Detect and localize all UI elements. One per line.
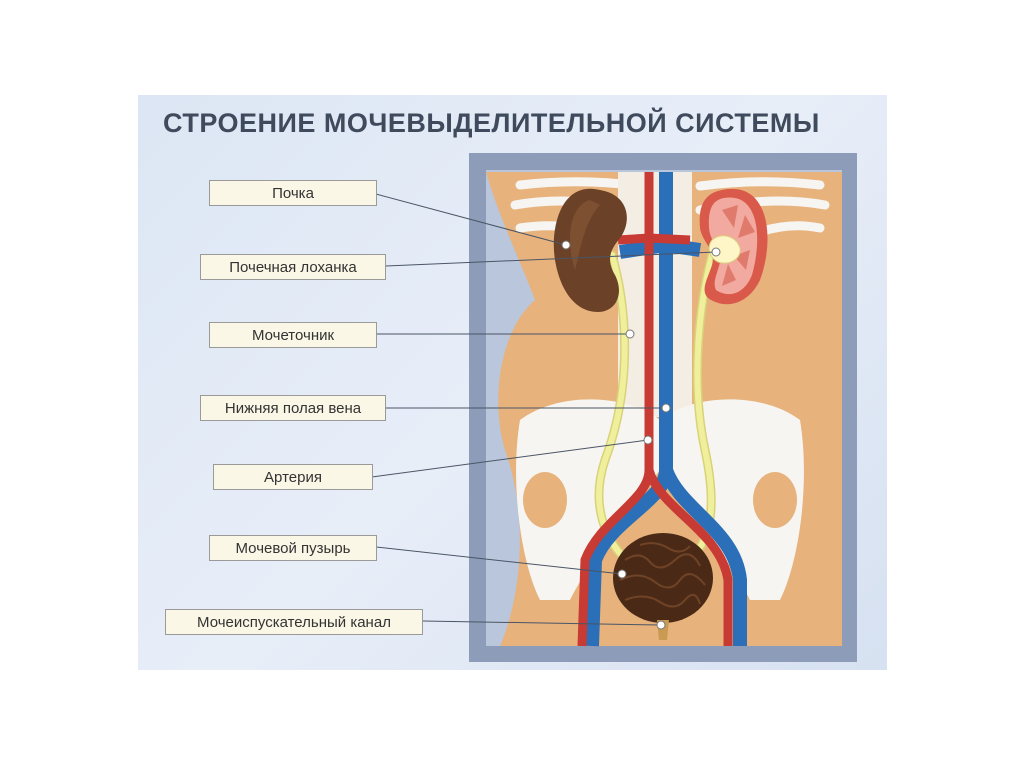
aorta <box>577 172 733 647</box>
left-kidney <box>553 188 627 312</box>
label-ureter: Мочеточник <box>209 322 377 348</box>
label-inferior-vena-cava: Нижняя полая вена <box>200 395 386 421</box>
label-urethra: Мочеиспускательный канал <box>165 609 423 635</box>
bladder-texture <box>619 542 706 608</box>
label-kidney: Почка <box>209 180 377 206</box>
leader-dots <box>561 240 721 630</box>
torso-right-side <box>760 172 842 646</box>
leader-lines <box>371 193 717 626</box>
spine <box>618 172 692 417</box>
label-artery: Артерия <box>213 464 373 490</box>
label-renal-pelvis: Почечная лоханка <box>200 254 386 280</box>
vena-cava <box>585 172 747 647</box>
pelvis <box>516 399 804 600</box>
label-bladder: Мочевой пузырь <box>209 535 377 561</box>
diagram-title: СТРОЕНИЕ МОЧЕВЫДЕЛИТЕЛЬНОЙ СИСТЕМЫ <box>163 108 820 138</box>
